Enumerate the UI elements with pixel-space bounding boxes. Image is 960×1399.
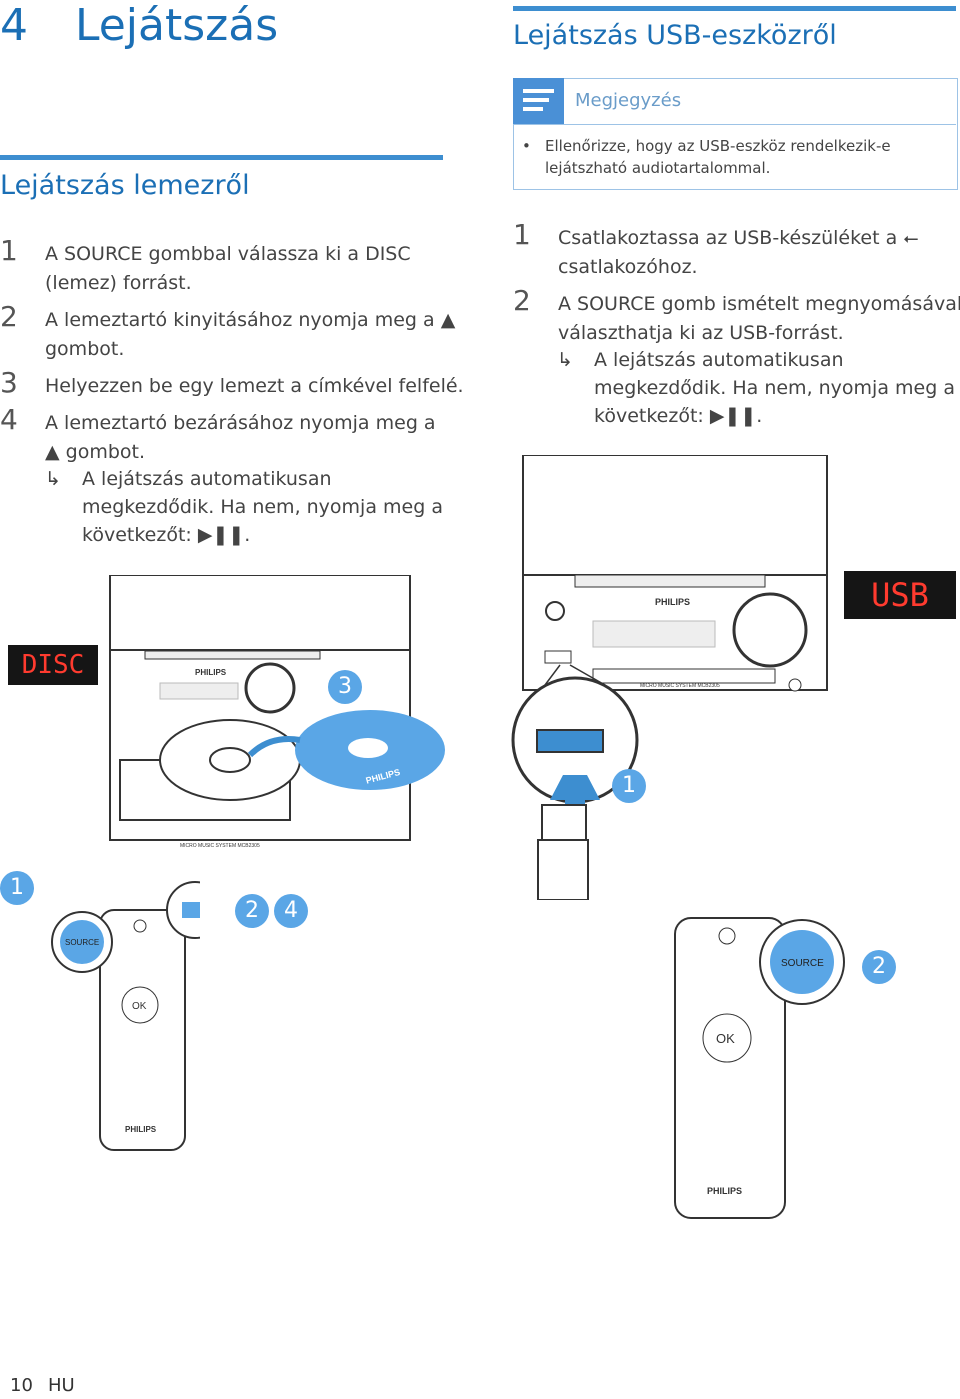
remote-right-ok-ring [702,1013,752,1063]
tray-spindle [209,747,251,773]
disc-step-text: A lemeztartó kinyitásához nyomja meg a ▲ [45,309,456,331]
disc-step-text: A SOURCE gombbal válassza ki a DISC [45,243,411,265]
badge-remote-right: 2 [862,950,896,984]
chapter-title: Lejátszás [75,0,279,51]
power-button-icon [545,601,565,621]
disc-step-1: 1 A SOURCE gombbal válassza ki a DISC (lem… [0,236,440,298]
disc-step-number: 4 [0,403,18,436]
badge-usb-step: 1 [612,769,646,803]
usb-step-text: A SOURCE gomb ismételt megnyomásával [558,293,960,315]
badge-insert-step: 3 [328,670,362,704]
insert-arrow-icon [550,775,600,817]
usb-result-arrow-icon: ↳ [557,349,573,371]
remote-right: OK PHILIPS SOURCE [674,917,845,1219]
usb-port [544,650,572,664]
unit-top-outline [522,455,828,575]
usb-step-number: 1 [513,218,531,251]
language-code: HU [48,1375,75,1396]
disc-step-text: Helyezzen be egy lemezt a címkével felfe… [45,375,464,397]
usb-stick-body [537,839,589,900]
insert-disc-arrow-icon [247,736,301,758]
disc-step-number: 1 [0,234,18,267]
usb-illustration: PHILIPS MICRO MUSIC SYSTEM MCB2305 [511,455,828,900]
disc-unit-brand: PHILIPS [195,668,227,677]
note-header: Megjegyzés [513,78,956,125]
disc-step-text: gombot. [45,338,125,360]
disc-unit-control-strip [144,650,321,660]
eject-button-zoom [182,902,200,918]
unit-control-strip [574,574,766,588]
disc-step-4: 4 A lemeztartó bezárásához nyomja meg a ▲ … [0,405,440,467]
source-button-zoom [60,920,104,964]
unit-display [592,620,716,648]
usb-step-number: 2 [513,284,531,317]
lcd-disc-display: DISC [8,645,98,685]
disc-slot [592,668,776,684]
disc-result-line: következőt: ▶❚❚. [82,524,251,546]
disc-unit-knob [244,662,296,714]
note-icon [513,78,564,124]
volume-knob [732,592,808,668]
remote-left-ok-label: OK [132,1001,147,1012]
remote-left-brand: PHILIPS [125,1125,157,1134]
source-button-zoom-right [770,930,834,994]
usb-step-1: 1 Csatlakoztassa az USB-készüléket a ⭠ csa… [513,220,953,282]
disc-step-number: 2 [0,300,18,333]
note-bullet-dot: • [522,137,531,155]
brand-label: PHILIPS [655,597,690,607]
remote-right-ok-label: OK [716,1031,735,1046]
source-zoom-label-right: SOURCE [781,958,824,969]
disc-illustration: PHILIPS MICRO MUSIC SYSTEM MCB2305 PHILI… [109,575,445,849]
usb-result-line: A lejátszás automatikusan [594,349,844,371]
usb-result-line: következőt: ▶❚❚. [594,405,763,427]
remote-left-body [99,909,186,1151]
lcd-usb-display: USB [844,571,956,619]
disc-step-number: 3 [0,366,18,399]
chapter-number: 4 [0,0,28,51]
note-line-2: lejátszható audiotartalommal. [545,159,771,177]
disc-result-arrow-icon: ↳ [45,468,61,490]
usb-result-line: megkezdődik. Ha nem, nyomja meg a [594,377,955,399]
disc-step-text: ▲ gombot. [45,441,146,463]
disc-step-3: 3 Helyezzen be egy lemezt a címkével felf… [0,368,464,401]
disc-step-text: A lemeztartó bezárásához nyomja meg a [45,412,436,434]
remote-left: OK PHILIPS SOURCE [51,881,200,1151]
remote-right-power-icon [718,927,736,945]
note-line-1: Ellenőrizze, hogy az USB-eszköz rendelke… [545,137,891,155]
source-zoom-label: SOURCE [65,938,99,947]
note-box [513,78,958,190]
section-rule-left [0,155,443,160]
usb-step-text: választhatja ki az USB-forrást. [558,322,844,344]
headphone-jack-icon [788,678,802,692]
remote-right-brand: PHILIPS [707,1186,742,1196]
usb-step-text: csatlakozóhoz. [558,256,698,278]
remote-right-body [674,917,786,1219]
disc-step-text: (lemez) forrást. [45,272,192,294]
disc-unit-model: MICRO MUSIC SYSTEM MCB2305 [180,843,260,849]
model-label: MICRO MUSIC SYSTEM MCB2305 [640,683,720,689]
badge-remote-left-c: 4 [274,894,308,928]
remote-left-ok-ring [121,986,159,1024]
page-number: 10 [10,1375,33,1396]
badge-remote-left-a: 1 [0,871,34,905]
disc-section-title: Lejátszás lemezről [0,170,250,201]
cd-disc-hole [348,738,388,758]
usb-step-2: 2 A SOURCE gomb ismételt megnyomásával vál… [513,286,960,348]
disc-step-2: 2 A lemeztartó kinyitásához nyomja meg a … [0,302,455,364]
section-rule-right [513,6,956,11]
usb-stick-connector [541,804,587,844]
usb-step-text: Csatlakoztassa az USB-készüléket a ⭠ [558,227,919,249]
badge-remote-left-b: 2 [235,894,269,928]
disc-result-line: A lejátszás automatikusan [82,468,332,490]
disc-unit-top [109,575,411,650]
disc-result-line: megkezdődik. Ha nem, nyomja meg a [82,496,443,518]
remote-left-power-icon [133,919,147,933]
usb-port-zoom [536,729,604,753]
note-label: Megjegyzés [575,90,682,111]
disc-unit-display [159,682,239,700]
usb-section-title: Lejátszás USB-eszközről [513,20,837,51]
